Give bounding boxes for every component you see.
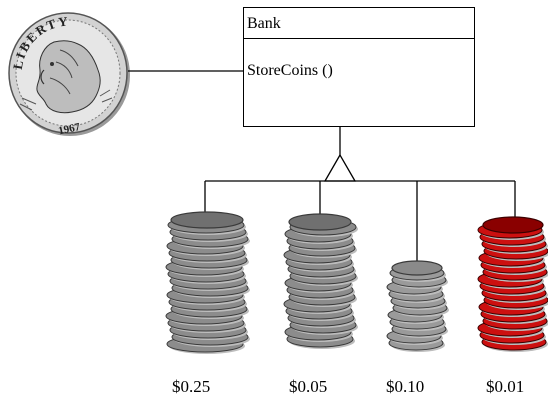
coin-stack-dimes [386, 260, 449, 352]
label-nickel: $0.05 [289, 377, 328, 396]
coin-stack-top [170, 211, 244, 229]
label-dime: $0.10 [386, 377, 425, 396]
label-quarter: $0.25 [172, 377, 211, 396]
class-operation: StoreCoins () [247, 62, 333, 79]
coin-stack-top [482, 216, 544, 234]
coin-stack-top [391, 260, 443, 276]
coin-year-text: 1967 [57, 121, 82, 137]
coin-stack-top [288, 213, 352, 231]
label-penny: $0.01 [486, 377, 525, 396]
coin-stack-pennies [477, 216, 548, 352]
inheritance-tree [204, 127, 516, 266]
coin-stack-quarters [165, 211, 250, 354]
quarter-coin-icon: LIBERTY 1967 [8, 12, 130, 137]
coin-stack-nickels [283, 213, 358, 349]
bank-class-box: Bank StoreCoins () [243, 7, 475, 127]
class-name: Bank [244, 8, 474, 39]
